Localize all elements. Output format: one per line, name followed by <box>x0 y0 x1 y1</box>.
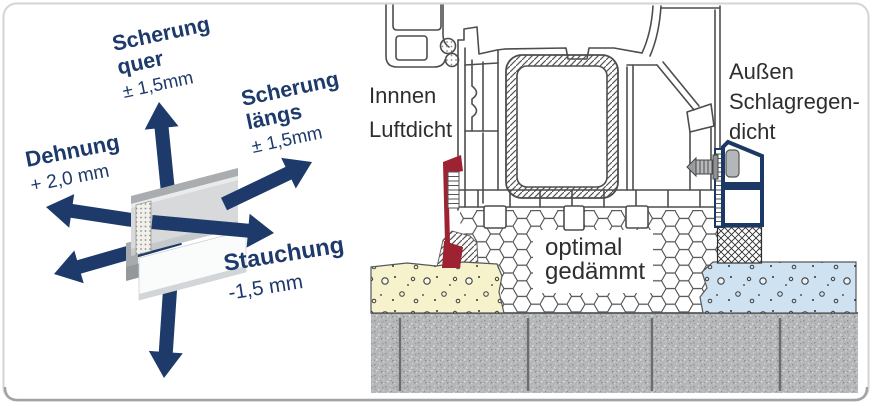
inner-plaster <box>370 261 505 314</box>
seal-foam-tape <box>447 171 460 209</box>
sash-profile <box>385 3 460 68</box>
arrow-right <box>151 213 274 248</box>
outer-plaster <box>699 261 857 314</box>
frame-foot <box>625 205 649 229</box>
movement-arrows-front <box>151 157 312 248</box>
anchor-sleeve <box>725 149 740 178</box>
frame-foot <box>563 205 585 231</box>
arrow-up <box>144 102 179 193</box>
frame-profile <box>457 5 721 231</box>
profile-mesh-strip <box>135 200 152 256</box>
compriband-tape <box>716 226 763 264</box>
arrow-up-right <box>221 157 312 211</box>
frame-foot <box>483 205 507 229</box>
label-insulation-line2: gedämmt <box>545 258 645 285</box>
airtight-seal-red <box>442 155 463 268</box>
concrete-joints <box>398 318 782 391</box>
label-outside-line1: Außen <box>729 59 794 84</box>
window-frame-section <box>385 3 721 231</box>
section-labels: Innnen Luftdicht Außen Schlagregen- dich… <box>369 59 860 285</box>
fixing-screw <box>686 154 719 180</box>
concrete-wall <box>371 312 858 393</box>
sill-profile-navy <box>686 139 764 228</box>
profile-3d <box>126 168 247 301</box>
insulation-label-box <box>533 230 653 293</box>
label-outside-line3: dicht <box>729 119 775 144</box>
label-inside-line1: Innnen <box>369 83 436 108</box>
label-scherung-laengs: Scherung längs ± 1,5mm <box>239 67 341 157</box>
label-outside-line2: Schlagregen- <box>729 89 860 114</box>
label-insulation-line1: optimal <box>545 234 622 261</box>
label-inside-line2: Luftdicht <box>369 117 452 142</box>
arrow-down <box>148 289 183 378</box>
card-border <box>2 2 870 402</box>
gasket-seal <box>439 37 457 55</box>
installation-section: Innnen Luftdicht Außen Schlagregen- dich… <box>369 3 860 393</box>
